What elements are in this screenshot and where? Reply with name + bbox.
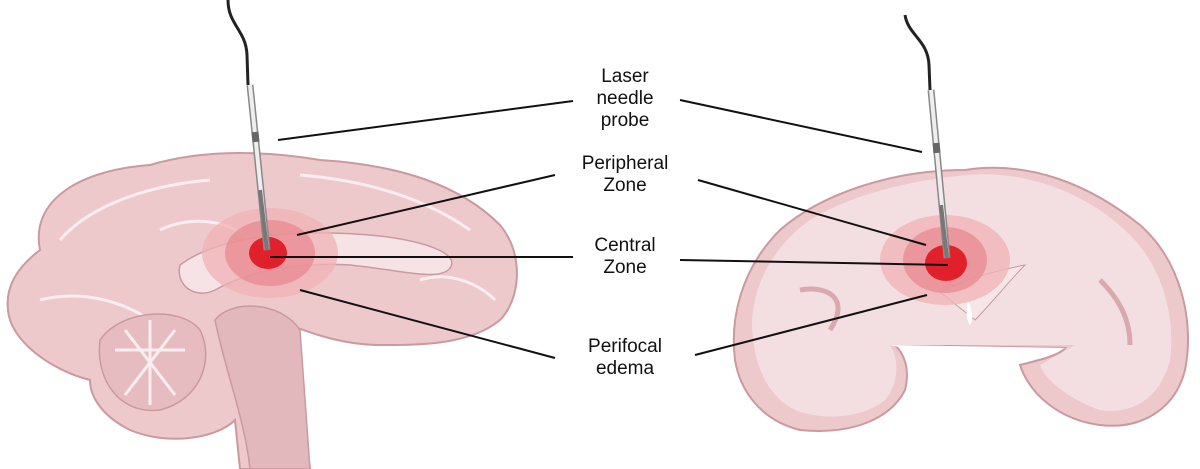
leader-line-peripheral-right xyxy=(697,179,927,246)
brainstem xyxy=(214,305,311,469)
label-line: Peripheral xyxy=(581,153,669,174)
label-line: Laser xyxy=(601,66,649,87)
label-laser-needle-probe: Laser needle probe xyxy=(545,66,705,132)
leader-line-peripheral-left xyxy=(296,174,556,236)
coronal-brain xyxy=(732,166,1189,432)
leader-line-central-right xyxy=(679,259,949,266)
sagittal-brain xyxy=(6,152,518,469)
label-central-zone: Central Zone xyxy=(545,235,705,279)
label-perifocal-edema: Perifocal edema xyxy=(545,336,705,380)
label-line: probe xyxy=(600,110,650,131)
label-line: Perifocal xyxy=(588,336,662,357)
label-line: Zone xyxy=(603,257,647,278)
central-zone-coronal xyxy=(925,245,967,281)
laser-needle-probe-left xyxy=(226,0,271,251)
label-peripheral-zone: Peripheral Zone xyxy=(545,153,705,197)
leader-lines xyxy=(270,99,949,359)
leader-line-edema-left xyxy=(299,289,556,359)
label-line: Zone xyxy=(603,175,647,196)
label-line: Central xyxy=(594,235,656,256)
cerebellum xyxy=(98,313,207,412)
leader-line-probe-left xyxy=(277,100,574,141)
central-zone xyxy=(249,237,287,269)
label-line: needle xyxy=(596,88,654,109)
leader-line-edema-right xyxy=(694,294,928,356)
laser-needle-probe-right xyxy=(903,14,951,259)
leader-line-probe-right xyxy=(679,99,923,153)
label-line: edema xyxy=(595,358,655,379)
